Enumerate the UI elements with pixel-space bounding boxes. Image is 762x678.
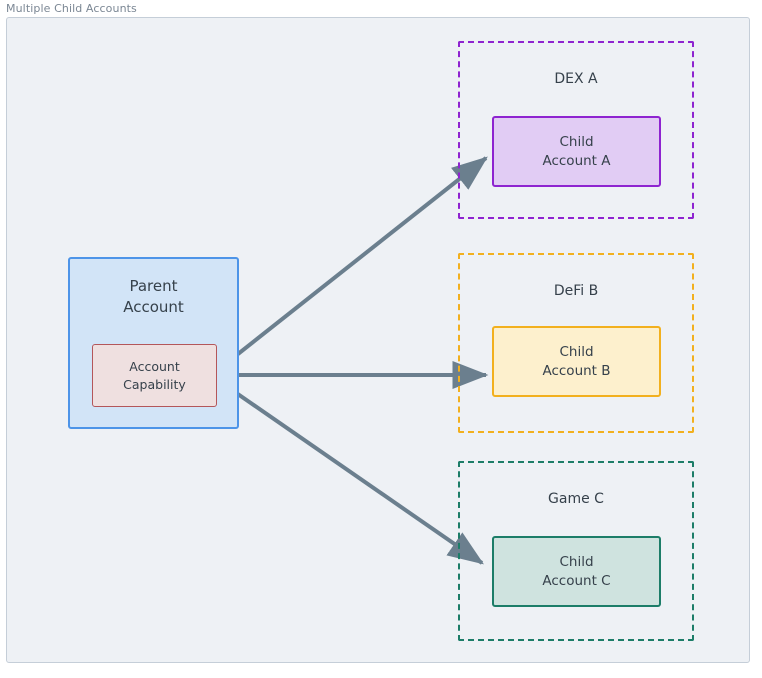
node-account-capability[interactable]: Account Capability bbox=[92, 344, 217, 407]
node-child-account-c-line2: Account C bbox=[542, 572, 611, 589]
cluster-game-c: Game C bbox=[458, 461, 694, 641]
cluster-dex-a: DEX A bbox=[458, 41, 694, 219]
cluster-defi-b-title: DeFi B bbox=[553, 283, 599, 299]
node-parent-account-line1: Parent bbox=[129, 277, 178, 295]
node-child-account-a[interactable]: Child Account A bbox=[492, 116, 661, 187]
node-child-account-c-line1: Child bbox=[559, 553, 594, 570]
node-child-account-a-line1: Child bbox=[559, 133, 594, 150]
node-child-account-c[interactable]: Child Account C bbox=[492, 536, 661, 607]
node-account-capability-line1: Account bbox=[129, 359, 180, 375]
node-parent-account-line2: Account bbox=[123, 297, 184, 316]
frame-label: Multiple Child Accounts bbox=[6, 2, 137, 15]
cluster-defi-b: DeFi B bbox=[458, 253, 694, 433]
node-child-account-a-line2: Account A bbox=[542, 152, 611, 169]
cluster-game-c-title: Game C bbox=[548, 491, 604, 507]
node-child-account-b[interactable]: Child Account B bbox=[492, 326, 661, 397]
node-child-account-b-line1: Child bbox=[559, 343, 594, 360]
node-child-account-b-line2: Account B bbox=[542, 362, 611, 379]
cluster-dex-a-title: DEX A bbox=[554, 71, 598, 87]
node-account-capability-line2: Capability bbox=[123, 376, 186, 392]
